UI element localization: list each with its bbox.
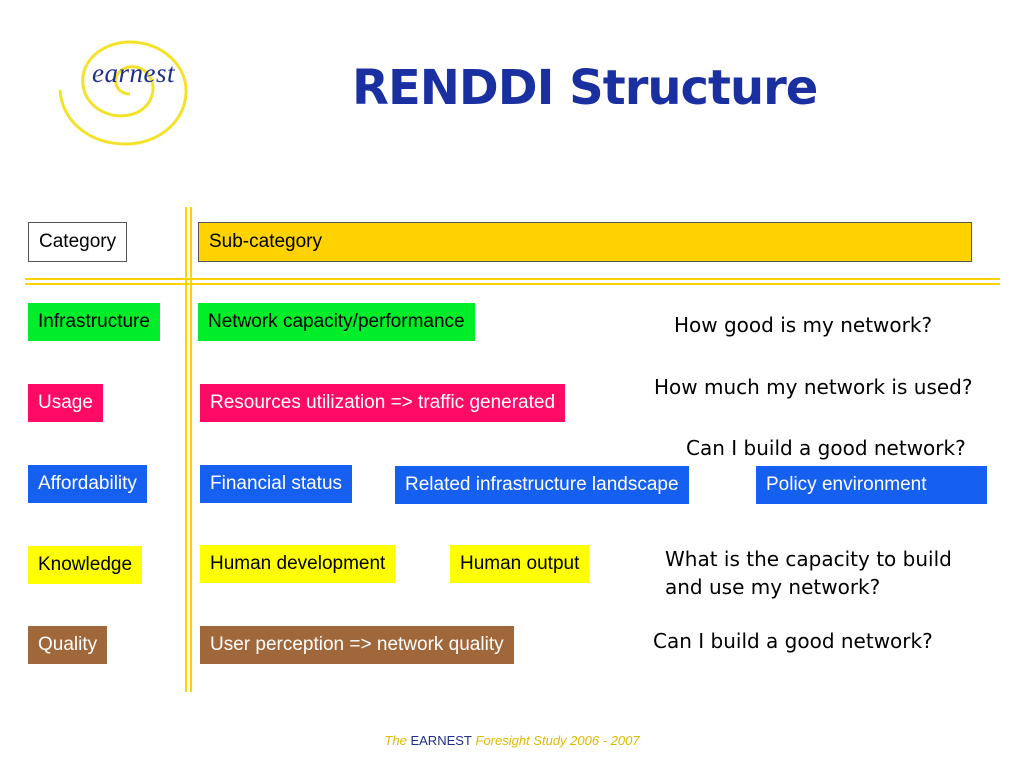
category-quality: Quality: [28, 626, 108, 664]
question-infrastructure: How good is my network?: [674, 313, 933, 337]
page-title: RENDDI Structure: [352, 60, 818, 116]
subcategory-network-capacity: Network capacity/performance: [198, 303, 475, 341]
earnest-logo-text: earnest: [92, 58, 175, 88]
subcategory-financial-status: Financial status: [200, 465, 353, 503]
subcategory-human-development: Human development: [200, 545, 396, 583]
category-affordability: Affordability: [28, 465, 147, 503]
question-knowledge-line-2: and use my network?: [665, 575, 881, 599]
question-knowledge-line-1: What is the capacity to build: [665, 547, 952, 571]
subcategory-header: Sub-category: [198, 222, 972, 262]
question-usage: How much my network is used?: [654, 375, 973, 399]
subcategory-resources-utilization: Resources utilization => traffic generat…: [200, 384, 566, 422]
subcategory-related-infrastructure: Related infrastructure landscape: [395, 466, 689, 504]
subcategory-human-output: Human output: [450, 545, 590, 583]
category-usage: Usage: [28, 384, 103, 422]
footer-prefix: The: [384, 733, 407, 748]
category-header: Category: [28, 222, 128, 262]
category-knowledge: Knowledge: [28, 546, 143, 584]
question-quality: Can I build a good network?: [653, 629, 933, 653]
footer-brand: EARNEST: [410, 733, 472, 748]
question-affordability: Can I build a good network?: [686, 436, 966, 460]
subcategory-user-perception: User perception => network quality: [200, 626, 514, 664]
category-infrastructure: Infrastructure: [28, 303, 160, 341]
footer-credit: The EARNEST Foresight Study 2006 - 2007: [0, 733, 1024, 748]
footer-suffix: Foresight Study 2006 - 2007: [475, 733, 640, 748]
subcategory-policy-environment: Policy environment: [756, 466, 987, 504]
earnest-spiral-logo-icon: [58, 40, 188, 146]
